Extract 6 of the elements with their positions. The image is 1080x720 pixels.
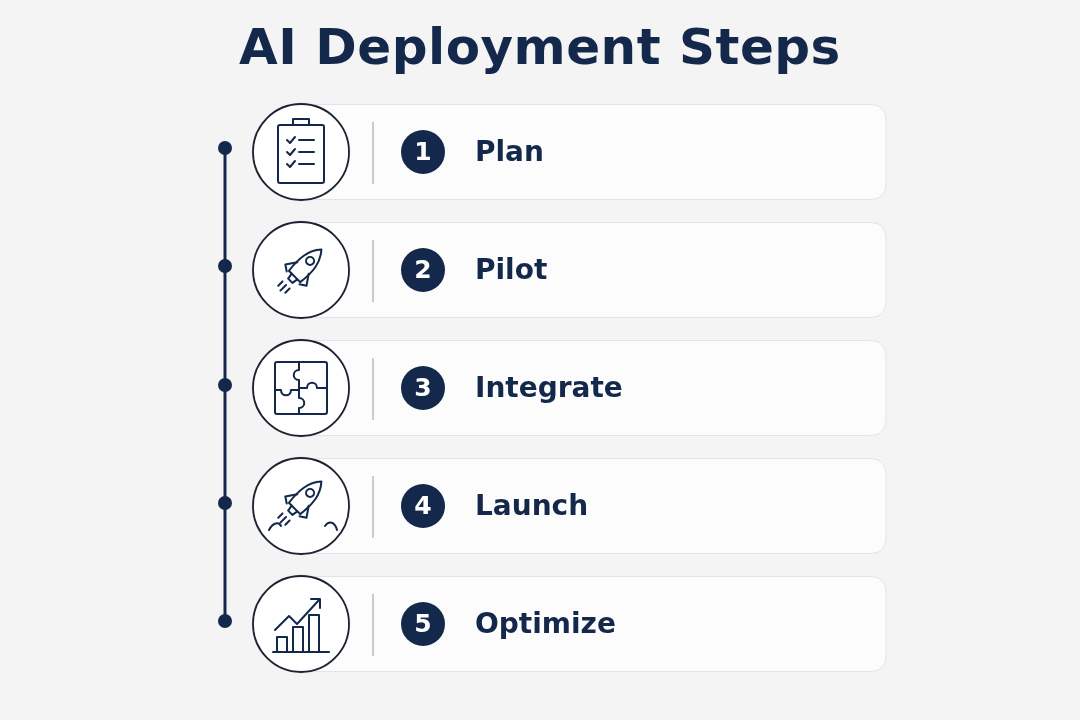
step-label: Optimize [475,606,616,642]
title: AI Deployment Steps [238,18,842,76]
step-label: Plan [475,134,544,170]
step-label: Launch [475,488,589,524]
step-label: Integrate [475,370,623,406]
step-label: Pilot [475,252,548,288]
